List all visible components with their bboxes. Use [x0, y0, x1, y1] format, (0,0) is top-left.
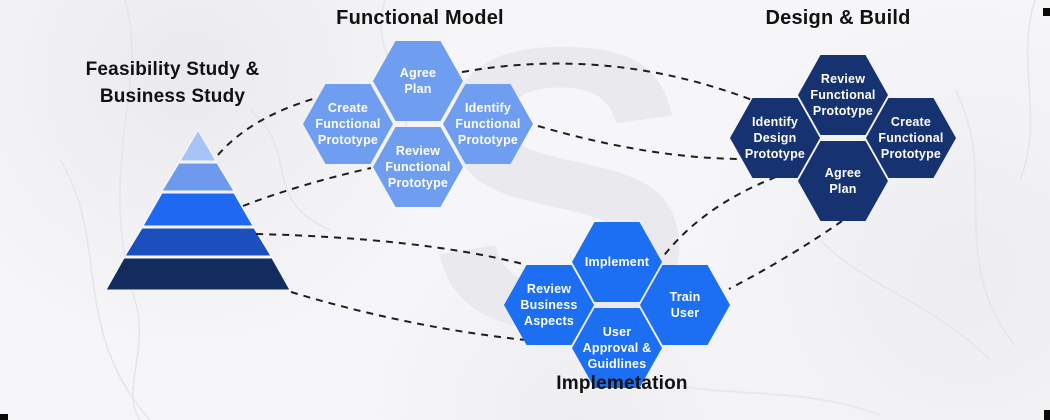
connector-db-to-impl-train-right	[728, 220, 843, 290]
connector-fm-to-db-top	[461, 62, 753, 101]
connector-fm-to-db-mid	[537, 125, 741, 160]
hex-impl-train-user: Train User	[640, 265, 730, 345]
hex-fm-identify-functional-prototype-label: Identify Functional Prototype	[455, 101, 521, 147]
pyramid-layer-1	[179, 129, 217, 162]
hex-impl-train-user-label: Train User	[669, 290, 701, 320]
hex-impl-review-business-aspects: Review Business Aspects	[504, 265, 594, 345]
hex-db-agree-plan-label: Agree Plan	[824, 166, 862, 196]
hex-db-review-functional-prototype: Review Functional Prototype	[798, 55, 888, 135]
connector-db-to-impl-train-top	[661, 176, 777, 259]
hex-impl-implement-label: Implement	[584, 255, 650, 269]
implementation-title: Implemetation	[556, 373, 688, 394]
hex-fm-create-functional-prototype-label: Create Functional Prototype	[315, 101, 381, 147]
hex-fm-review-functional-prototype-label: Review Functional Prototype	[385, 144, 451, 190]
hex-impl-review-business-aspects-label: Review Business Aspects	[520, 282, 578, 328]
design-build-title: Design & Build	[765, 7, 911, 29]
connector-pyramid-to-impl-review	[255, 233, 524, 265]
hex-impl-user-approval-guidlines-label: User Approval & Guidlines	[582, 325, 652, 371]
edge-mark-bottom-left	[0, 414, 8, 420]
pyramid-layer-2	[161, 162, 235, 192]
hex-impl-user-approval-guidlines: User Approval & Guidlines	[572, 308, 662, 388]
pyramid-layer-5	[105, 257, 291, 291]
connector-pyramid-to-fm-review	[242, 167, 372, 207]
hex-fm-agree-plan-label: Agree Plan	[399, 66, 437, 96]
hex-db-review-functional-prototype-label: Review Functional Prototype	[810, 72, 876, 118]
edge-mark-bottom-right	[1044, 410, 1050, 420]
pyramid	[105, 129, 291, 291]
edge-mark-top-right	[1043, 8, 1050, 16]
hex-db-create-functional-prototype-label: Create Functional Prototype	[878, 115, 944, 161]
pyramid-layer-4	[124, 227, 272, 257]
feasibility-study-title: Feasibility Study & Business Study	[85, 59, 260, 107]
hex-db-identify-design-prototype-label: Identify Design Prototype	[744, 115, 806, 161]
functional-model-title: Functional Model	[336, 7, 504, 29]
pyramid-layer-3	[142, 192, 254, 227]
